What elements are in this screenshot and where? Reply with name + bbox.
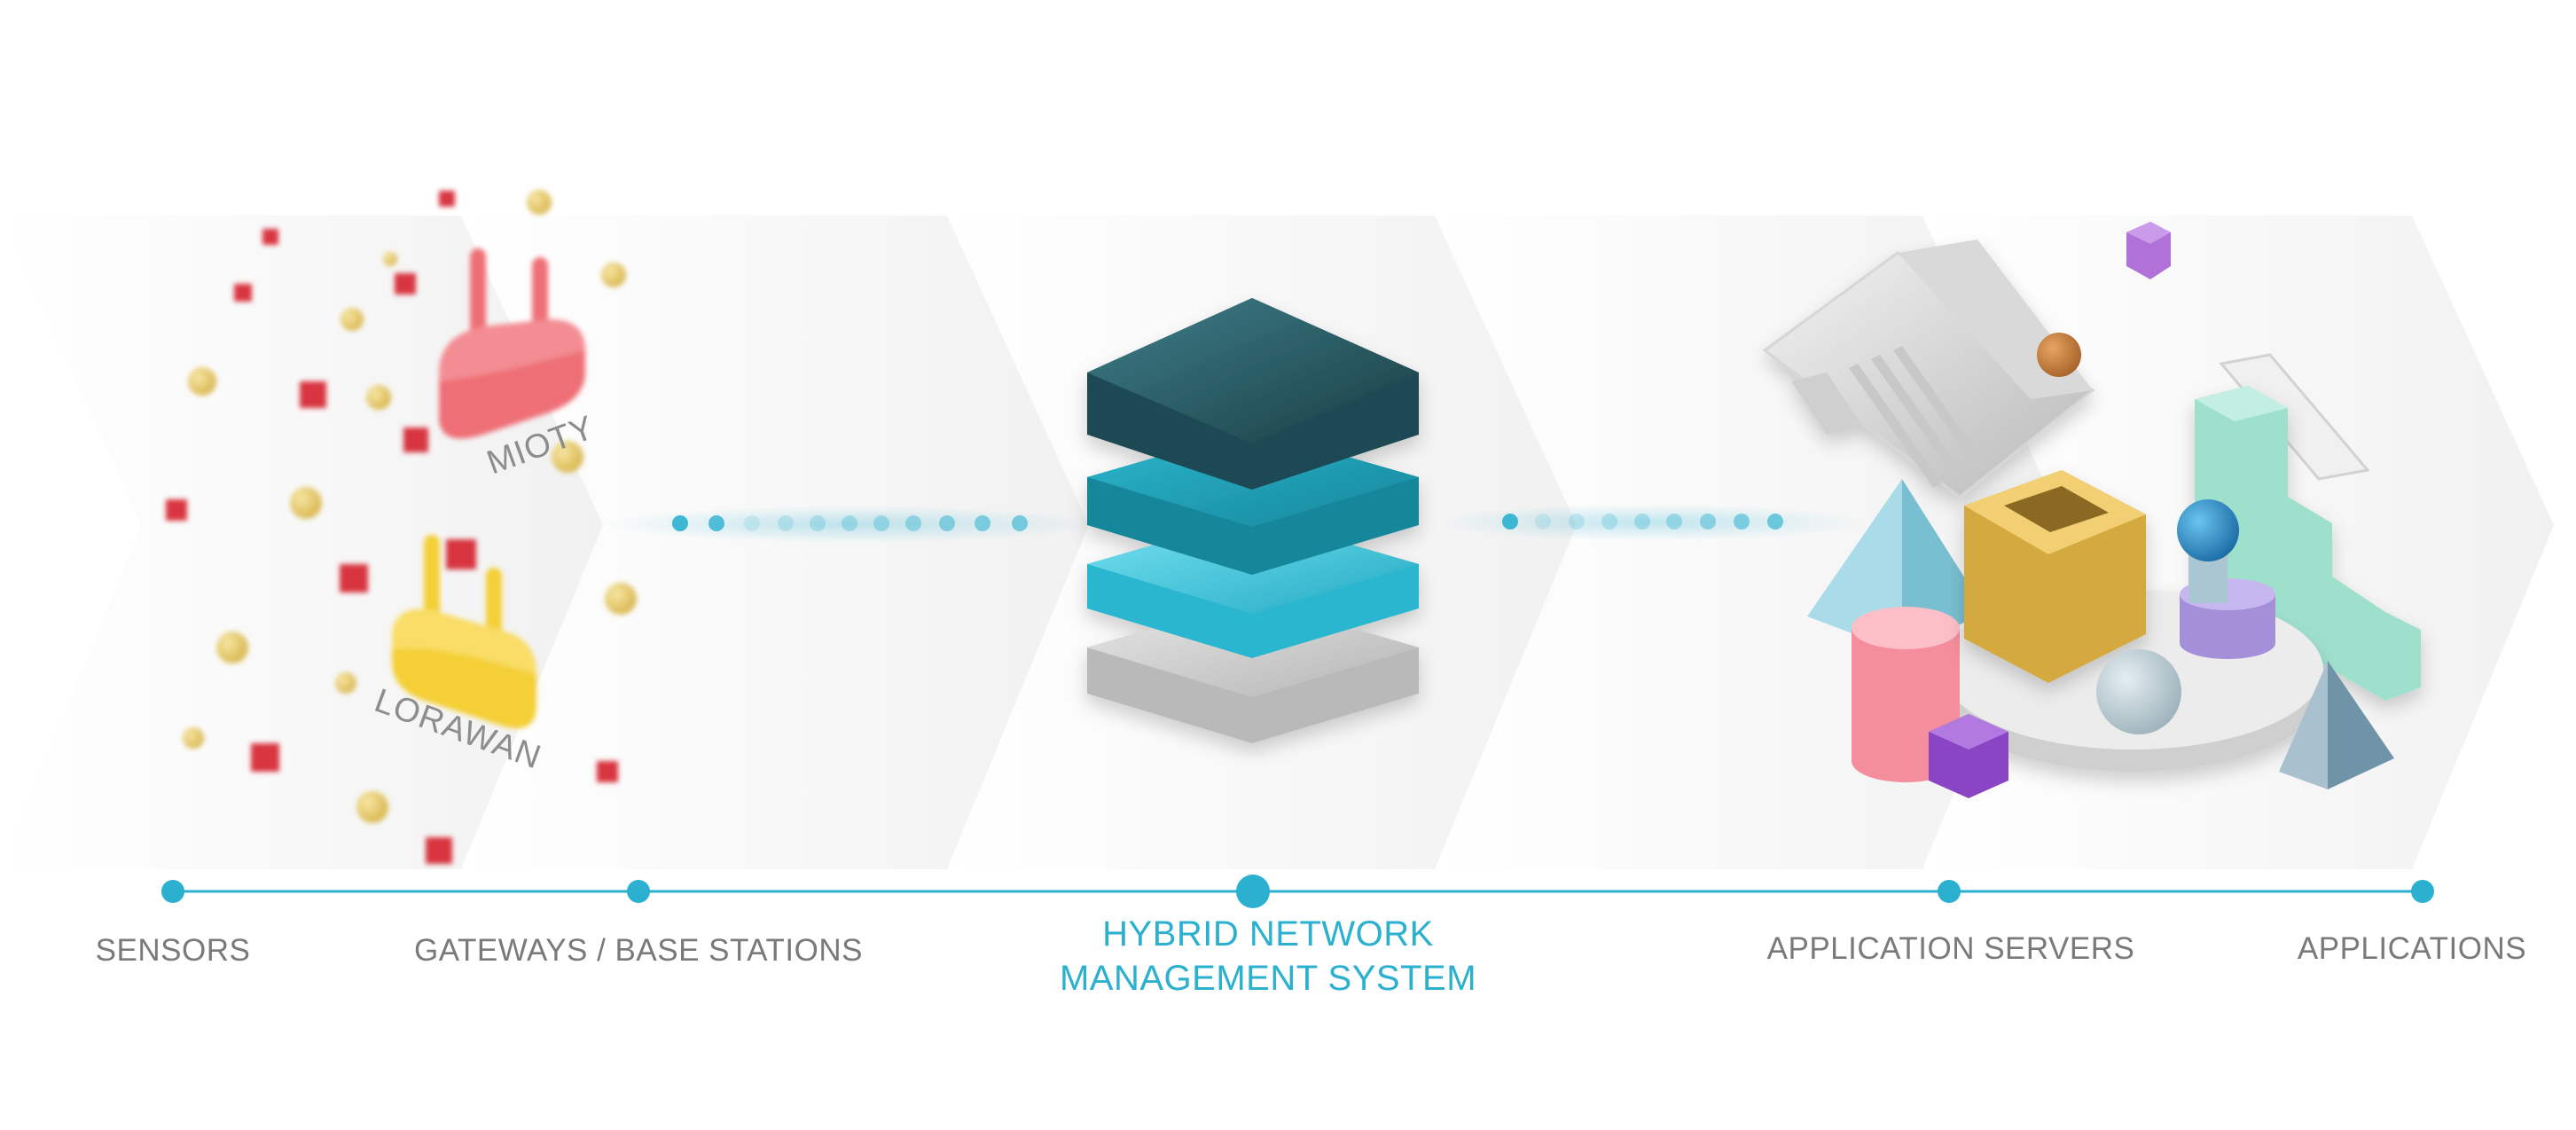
stage-label-hnms: HYBRID NETWORK MANAGEMENT SYSTEM [1020, 912, 1516, 1001]
timeline-node-app-servers [1938, 880, 1961, 903]
cube-icon [166, 191, 618, 864]
application-objects [1762, 222, 2421, 798]
timeline-node-sensors [161, 880, 184, 903]
stage-label-hnms-line2: MANAGEMENT SYSTEM [1059, 959, 1477, 998]
timeline-node-hnms [1236, 875, 1270, 908]
chevron-band [0, 216, 2554, 869]
sensor-cloud [166, 190, 637, 864]
data-flow-right [1437, 504, 1862, 541]
pyramid-icon [2279, 661, 2394, 789]
hexagon-icon [1929, 714, 2008, 798]
stage-label-applications: APPLICATIONS [2297, 931, 2527, 966]
stage-label-gateways: GATEWAYS / BASE STATIONS [414, 933, 863, 968]
timeline-node-gateways [627, 880, 650, 903]
sphere-icon [183, 190, 637, 823]
stage-label-sensors: SENSORS [95, 933, 251, 968]
box-icon [1964, 470, 2146, 683]
sphere-icon [2096, 649, 2181, 734]
server-stack-icon [1087, 298, 1419, 743]
hexagon-icon [2126, 222, 2171, 279]
stage-label-app-servers: APPLICATION SERVERS [1766, 931, 2135, 966]
timeline [161, 875, 2434, 908]
stage-label-hnms-line1: HYBRID NETWORK [1102, 914, 1434, 953]
data-flow-left [603, 506, 1100, 543]
sphere-icon [2177, 499, 2239, 561]
timeline-node-applications [2411, 880, 2434, 903]
router-icon [392, 535, 536, 729]
sphere-icon [2037, 333, 2081, 377]
router-icon [439, 248, 585, 439]
